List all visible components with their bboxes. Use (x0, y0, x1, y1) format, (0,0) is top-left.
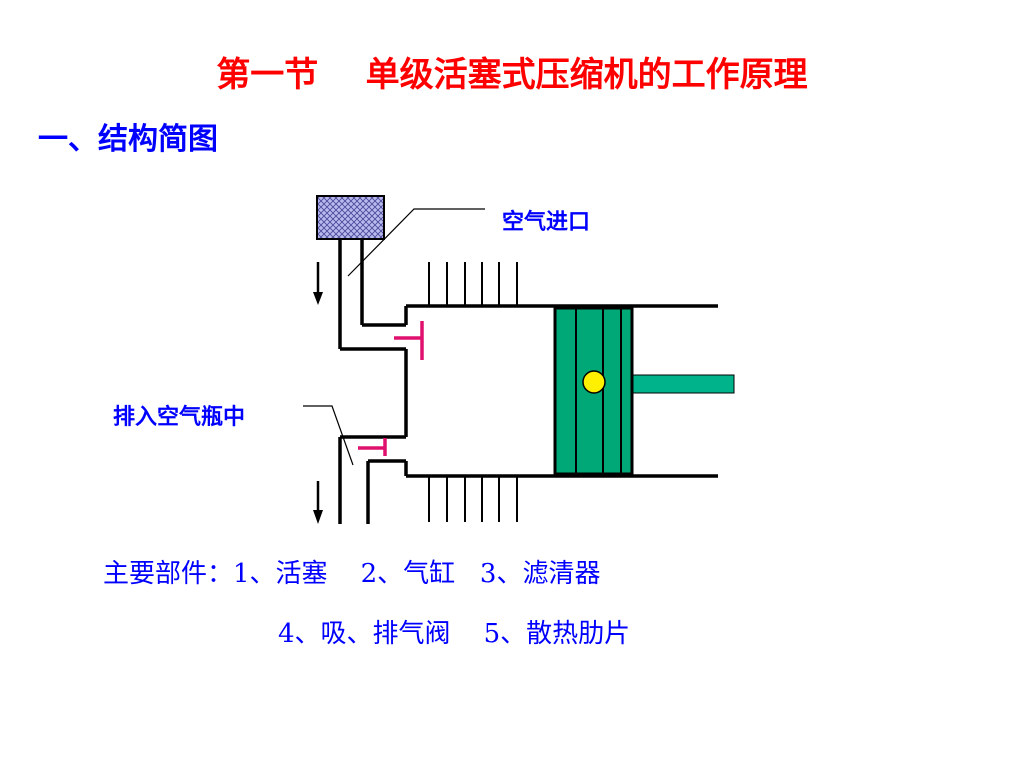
cylinder (404, 304, 718, 478)
discharge-valve (358, 438, 387, 456)
section-heading: 一、结构简图 (38, 122, 218, 157)
piston-rings (575, 308, 622, 474)
page-title: 第一节 单级活塞式压缩机的工作原理 (216, 55, 808, 95)
suction-valve (394, 321, 424, 360)
outlet-label: 排入空气瓶中 (113, 404, 245, 430)
discharge-pipe (338, 435, 406, 524)
outlet-leader-line (303, 405, 354, 466)
cooling-fins-bottom (428, 476, 518, 522)
main-parts-line-1: 主要部件：1、活塞 2、气缸 3、滤清器 (103, 559, 601, 589)
outflow-arrow (313, 481, 323, 524)
inflow-arrow (313, 262, 323, 305)
intake-pipe (338, 239, 406, 351)
piston-rod (631, 374, 735, 394)
piston-pin (582, 370, 606, 394)
main-parts-line-2: 4、吸、排气阀 5、散热肋片 (278, 619, 631, 649)
inlet-label: 空气进口 (502, 209, 590, 235)
cooling-fins-top (428, 262, 518, 306)
inlet-leader-line (347, 208, 485, 277)
filter-element (316, 195, 385, 240)
